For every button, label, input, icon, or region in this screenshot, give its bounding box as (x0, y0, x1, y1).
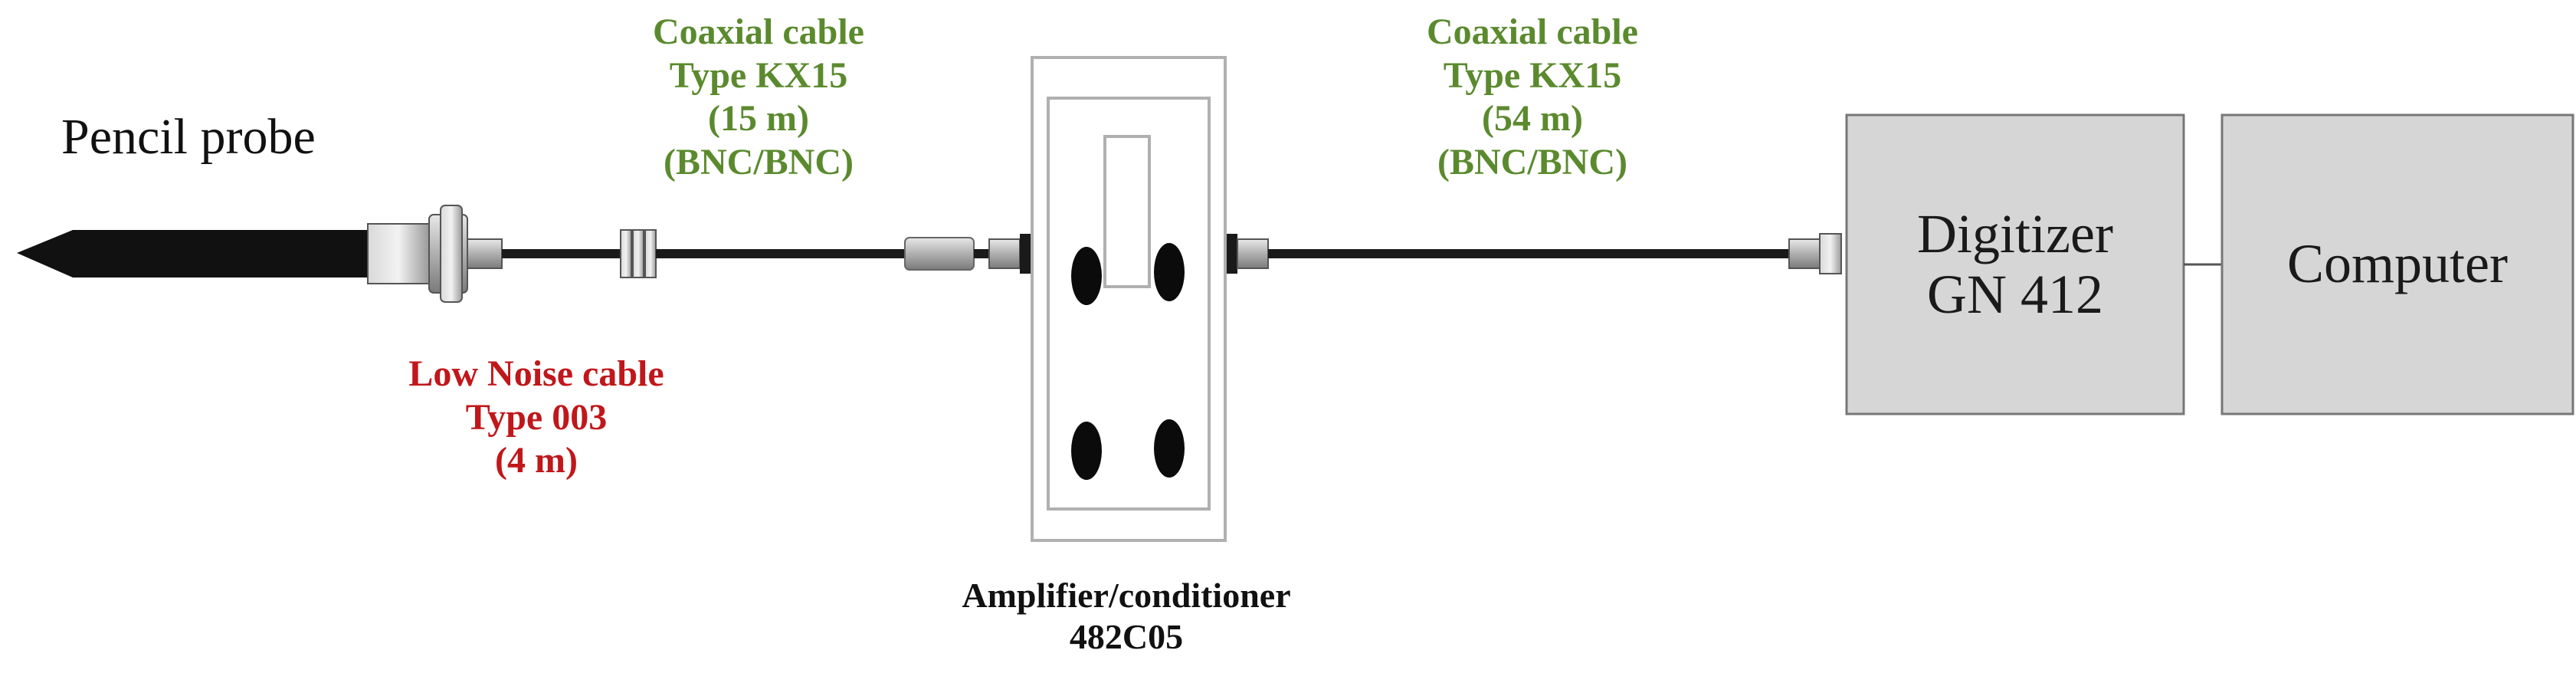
computer-label: Computer (2287, 233, 2508, 295)
computer-box (2220, 113, 2574, 415)
coaxial-cable-54m-label: Coaxial cable Type KX15 (54 m) (BNC/BNC) (1427, 11, 1638, 182)
amplifier-knob (1154, 419, 1185, 478)
amplifier-knob (1071, 247, 1102, 305)
coaxial-cable-15m-label: Coaxial cable Type KX15 (15 m) (BNC/BNC) (653, 11, 864, 182)
low-noise-cable (502, 229, 657, 278)
pencil-probe-label: Pencil probe (61, 109, 316, 165)
amplifier-knob (1154, 243, 1185, 301)
amplifier-knob (1071, 422, 1102, 480)
low-noise-cable-label: Low Noise cable Type 003 (4 m) (408, 353, 664, 481)
digitizer-box (1845, 113, 2185, 415)
coaxial-cable-54m (1227, 233, 1842, 274)
digitizer-label: Digitizer GN 412 (1917, 202, 2113, 325)
coaxial-cable-15m (656, 234, 1031, 274)
pencil-probe (17, 205, 503, 303)
amplifier-label: Amplifier/conditioner 482C05 (962, 576, 1291, 657)
amplifier-conditioner (1031, 56, 1227, 542)
